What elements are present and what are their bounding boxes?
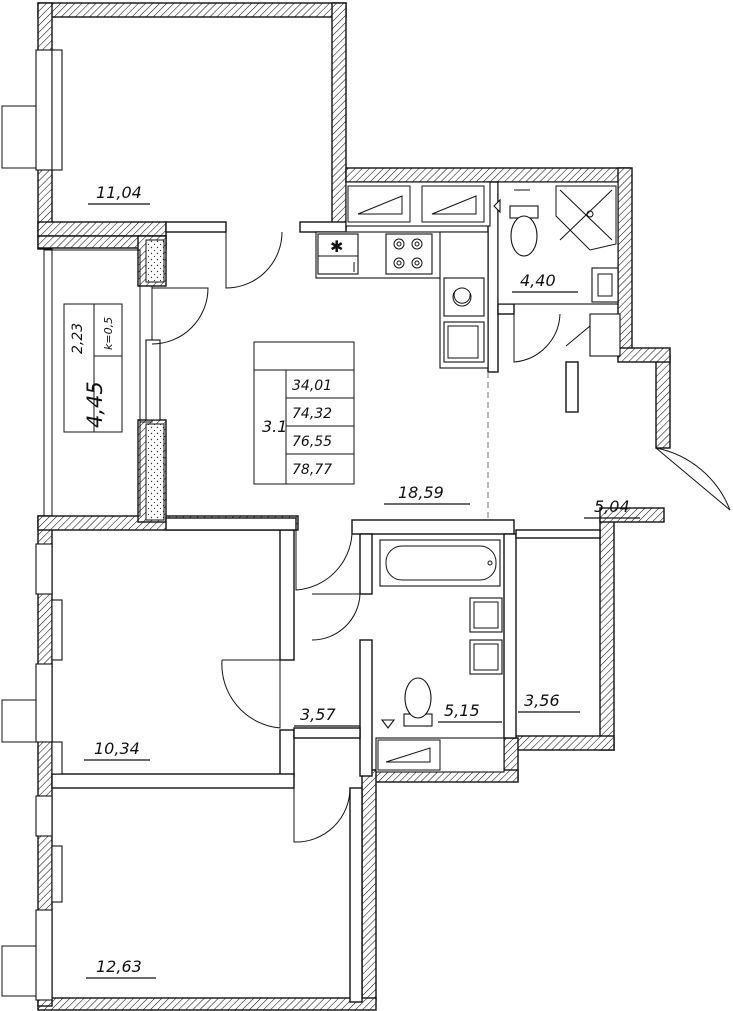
room-area-bedroom-top: 11,04 [96,183,142,202]
door-icon [293,787,351,843]
door-icon [221,659,281,729]
living-area-value: 34,01 [292,378,332,394]
shower-icon [555,185,617,251]
window-balcony-icon [1,105,37,169]
loggia-column [145,423,165,521]
apartment-label: 3.1 [262,417,287,436]
room-area-storage: 3,56 [524,691,560,710]
window-balcony-icon [1,699,37,743]
room-area-bedroom-middle: 10,34 [94,739,140,758]
door-icon [311,593,361,641]
door-icon [225,231,283,289]
room-area-bedroom-bottom: 12,63 [96,957,142,976]
room-area-kitchen-living: 18,59 [398,483,444,502]
total-area-value: 78,77 [292,462,332,478]
sink-icon [469,597,503,633]
room-area-corridor: 3,57 [300,705,336,724]
kitchen: ✱ [315,231,489,369]
room-area-bathroom-bottom: 5,15 [444,701,480,720]
sink-icon [591,267,619,303]
window-icon [35,909,53,1001]
room-area-bathroom-top: 4,40 [520,271,556,290]
loggia-area-box [63,303,123,433]
washing-machine-icon [443,321,485,363]
window-icon [35,543,53,595]
loggia-coefficient-label: k=0,5 [102,317,115,350]
door-icon [295,530,353,591]
area-with-reduced-loggia-value: 76,55 [292,434,332,450]
loggia [43,249,161,517]
window-icon [35,49,53,171]
doors [151,231,731,843]
window-icon [35,663,53,743]
area-without-loggia-value: 74,32 [292,406,332,422]
loggia-column [145,239,165,283]
upper-cabinets [345,181,491,227]
fridge [317,233,359,275]
interior-walls [51,181,601,1003]
bathroom-bottom [375,539,505,773]
door-icon [151,287,209,345]
window-icon [35,795,53,837]
sink-icon [443,277,485,317]
windows [1,49,63,1001]
bathtub-icon [379,539,501,587]
window-balcony-icon [1,945,37,997]
loggia-area-label: 4,45 [83,381,107,428]
room-area-hall-right: 5,04 [594,497,630,516]
summary-table [253,341,355,485]
stove-icon [385,233,433,275]
door-icon [655,447,731,511]
door-icon [513,313,561,363]
window-icon [145,339,161,421]
bathroom-top [493,181,621,357]
loggia-reduced-area-label: 2,23 [70,323,86,354]
sink-icon [469,639,503,675]
snowflake-icon: ✱ [330,237,343,256]
